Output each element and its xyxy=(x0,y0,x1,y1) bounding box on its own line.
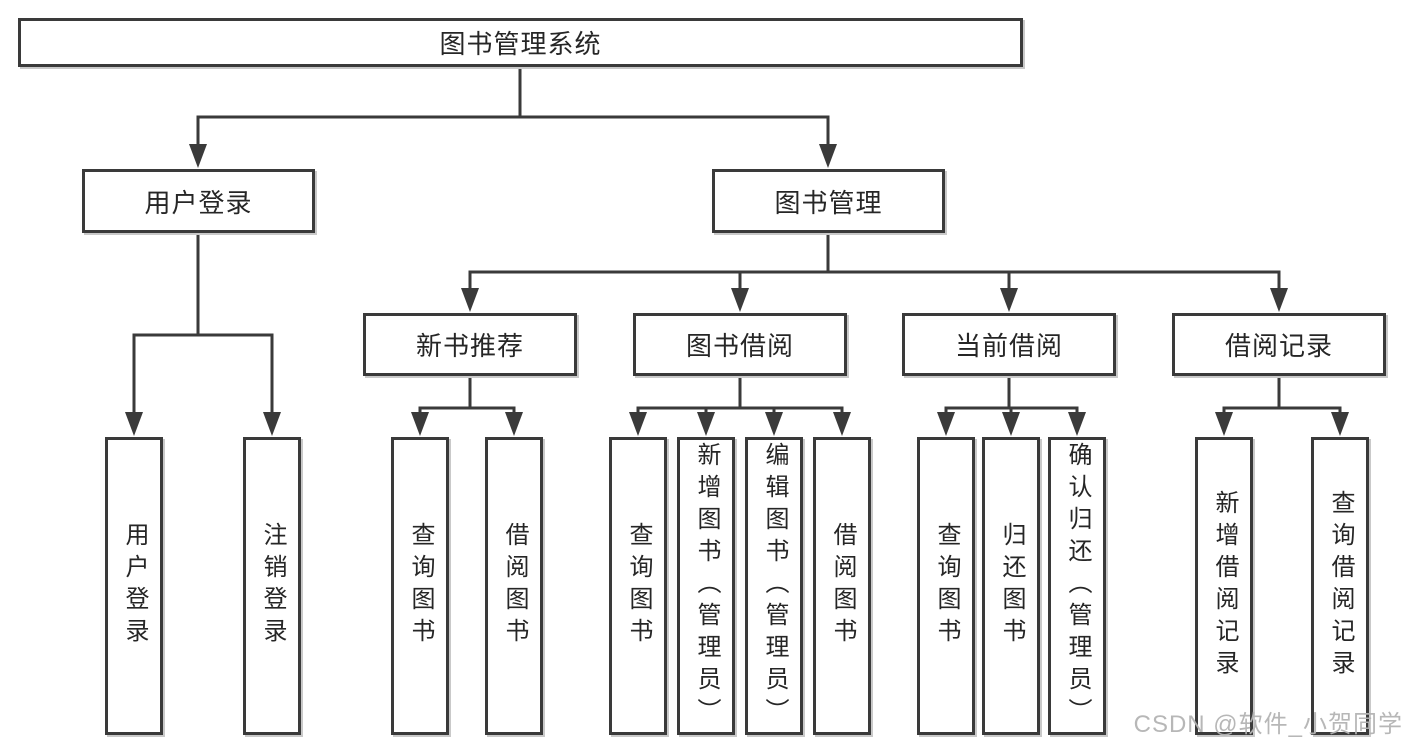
leaf-label: 编辑图书（管理员） xyxy=(761,442,788,730)
arrowheads xyxy=(125,144,1349,436)
leaf-borrow-books: 借阅图书 xyxy=(813,437,871,735)
leaf-label: 借阅图书 xyxy=(829,522,856,650)
node-root: 图书管理系统 xyxy=(18,18,1023,67)
leaf-query-books-current: 查询图书 xyxy=(917,437,975,735)
node-root-label: 图书管理系统 xyxy=(439,29,602,59)
node-label: 用户登录 xyxy=(144,187,253,218)
leaf-add-book-admin: 新增图书（管理员） xyxy=(677,437,735,735)
leaf-label: 注销登录 xyxy=(259,522,286,650)
leaf-borrow-books-recommend: 借阅图书 xyxy=(485,437,543,735)
leaf-label: 查询图书 xyxy=(933,522,960,650)
node-label: 图书管理 xyxy=(774,187,883,218)
leaf-query-borrow-record: 查询借阅记录 xyxy=(1311,437,1369,735)
node-book-management: 图书管理 xyxy=(712,169,945,233)
node-book-borrow: 图书借阅 xyxy=(633,313,847,376)
leaf-label: 用户登录 xyxy=(121,522,148,650)
leaf-label: 新增借阅记录 xyxy=(1211,490,1238,682)
leaf-label: 借阅图书 xyxy=(501,522,528,650)
leaf-label: 新增图书（管理员） xyxy=(693,442,720,730)
csdn-watermark: CSDN @软件_小贺同学 xyxy=(1133,711,1403,738)
node-label: 当前借阅 xyxy=(954,331,1063,361)
leaf-label: 归还图书 xyxy=(998,522,1025,650)
node-label: 图书借阅 xyxy=(685,331,794,361)
node-user-login: 用户登录 xyxy=(82,169,315,233)
node-new-book-recommend: 新书推荐 xyxy=(363,313,577,376)
leaf-user-login: 用户登录 xyxy=(105,437,163,735)
node-borrow-records: 借阅记录 xyxy=(1172,313,1386,376)
leaf-add-borrow-record: 新增借阅记录 xyxy=(1195,437,1253,735)
leaf-label: 查询图书 xyxy=(407,522,434,650)
leaf-confirm-return-admin: 确认归还（管理员） xyxy=(1048,437,1106,735)
leaf-query-books-borrow: 查询图书 xyxy=(609,437,667,735)
node-current-borrow: 当前借阅 xyxy=(902,313,1116,376)
leaf-label: 确认归还（管理员） xyxy=(1064,442,1091,730)
node-label: 新书推荐 xyxy=(415,331,524,361)
leaf-return-book: 归还图书 xyxy=(982,437,1040,735)
leaf-edit-book-admin: 编辑图书（管理员） xyxy=(745,437,803,735)
leaf-label: 查询借阅记录 xyxy=(1327,490,1354,682)
leaf-logout: 注销登录 xyxy=(243,437,301,735)
node-label: 借阅记录 xyxy=(1224,331,1333,361)
leaf-label: 查询图书 xyxy=(625,522,652,650)
leaf-query-books-recommend: 查询图书 xyxy=(391,437,449,735)
